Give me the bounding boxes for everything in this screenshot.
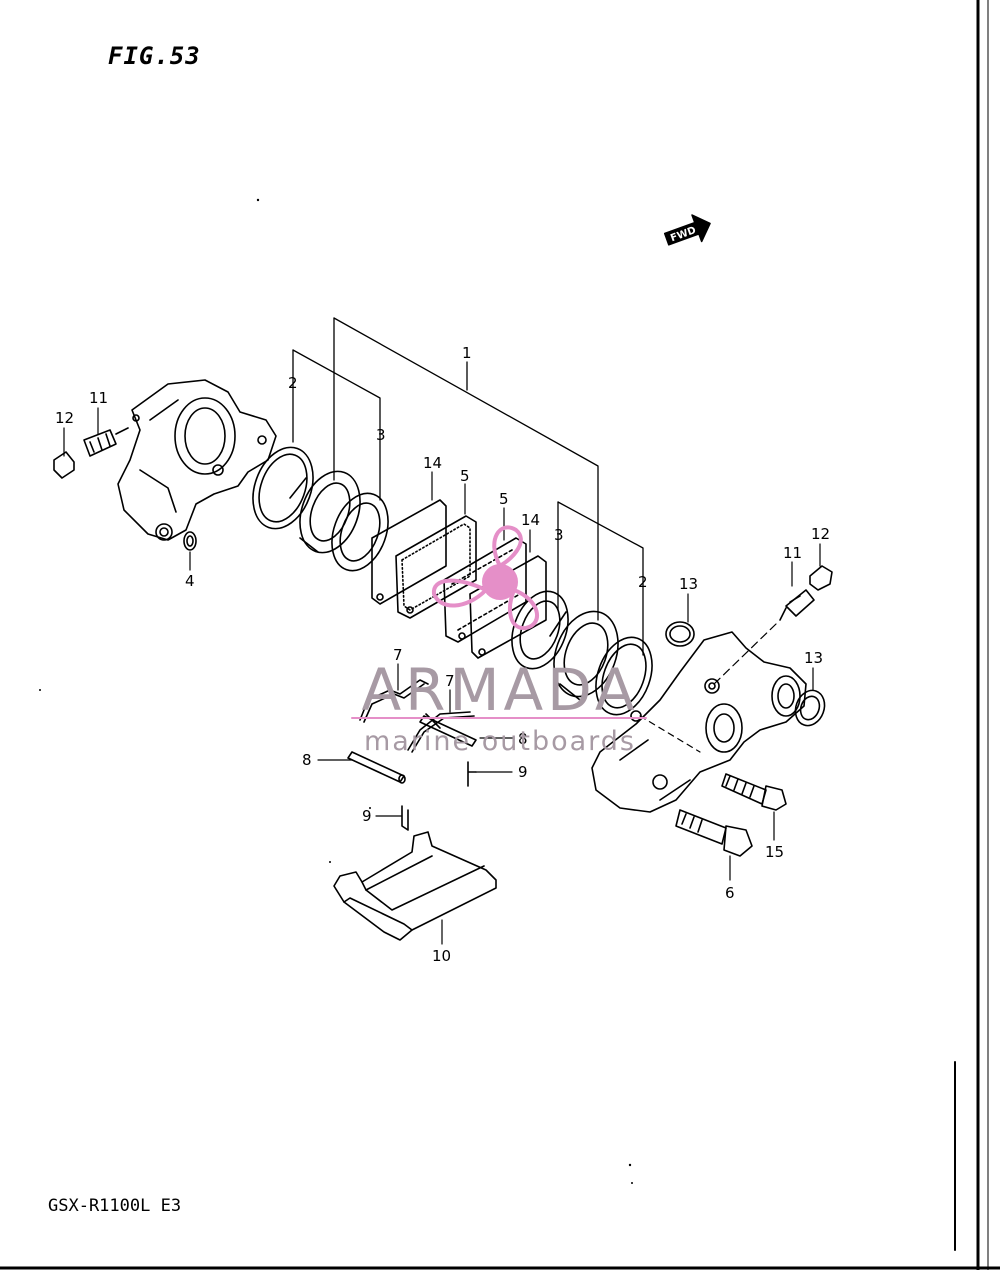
armada-watermark: ARMADA marine outboards	[351, 525, 647, 757]
piston-left	[289, 470, 361, 554]
callout-13-upper: 13	[679, 575, 698, 593]
callout-3-left: 3	[376, 426, 386, 444]
callout-bracket-1	[333, 317, 599, 621]
pad-shim-right	[469, 555, 547, 659]
scan-specks	[39, 198, 633, 1184]
callout-8-right: 8	[518, 730, 528, 748]
pad-shim-left	[371, 499, 447, 605]
callout-5-right: 5	[499, 490, 509, 508]
callout-labels: 1 2 3 4 11 12 14 5 5 14 3 2 13 11 12 13 …	[55, 344, 830, 965]
pad-pin-right	[419, 715, 477, 747]
callout-4: 4	[185, 572, 195, 590]
callout-12-left: 12	[55, 409, 74, 427]
left-caliper-body	[117, 379, 277, 541]
callout-7-upper: 7	[393, 646, 403, 664]
leader-lines	[63, 407, 821, 945]
left-bleeder-cap	[53, 451, 75, 479]
dust-seal-right	[511, 590, 569, 670]
callout-bracket-2-3-right	[557, 501, 644, 656]
right-bleeder-screw	[779, 589, 815, 621]
callout-1: 1	[462, 344, 472, 362]
brake-pad-left	[395, 515, 477, 619]
model-code: GSX-R1100L E3	[48, 1196, 182, 1216]
pin-clip-right	[467, 761, 477, 787]
callout-9-right: 9	[518, 763, 528, 781]
bolt-6	[675, 809, 753, 857]
callout-12-right: 12	[811, 525, 830, 543]
pad-cover	[333, 831, 497, 941]
fwd-arrow-icon: FWD	[663, 214, 711, 246]
dust-seal-left	[331, 492, 389, 572]
fwd-badge-label: FWD	[669, 225, 697, 244]
callout-6: 6	[725, 884, 735, 902]
watermark-brand: ARMADA	[361, 656, 638, 724]
callout-8-left: 8	[302, 751, 312, 769]
propeller-logo-icon	[431, 525, 539, 631]
callout-2-right: 2	[638, 573, 648, 591]
callout-5-left: 5	[460, 467, 470, 485]
figure-title: FIG.53	[108, 42, 201, 70]
callout-2-left: 2	[288, 374, 298, 392]
bolt-15	[721, 773, 787, 811]
callout-13-lower: 13	[804, 649, 823, 667]
callout-11-right: 11	[783, 544, 802, 562]
callout-11-left: 11	[89, 389, 108, 407]
callout-3-right: 3	[554, 526, 564, 544]
washer-4	[183, 531, 197, 551]
piston-right	[549, 610, 619, 701]
callout-7-lower: 7	[445, 672, 455, 690]
left-bleeder-screw	[83, 427, 129, 457]
o-ring-13-upper	[665, 621, 695, 647]
seal-ring-left	[252, 446, 314, 530]
callout-9-left: 9	[362, 807, 372, 825]
pin-clip-left	[401, 805, 409, 831]
right-bleeder-cap	[809, 565, 833, 591]
o-ring-13-lower	[794, 689, 826, 727]
watermark-tagline: marine outboards	[364, 726, 636, 757]
guide-line-pin	[639, 715, 701, 753]
pad-spring-upper	[359, 679, 429, 723]
callout-10: 10	[432, 947, 451, 965]
pad-pin-left	[347, 751, 406, 784]
callout-bracket-2-3-left	[292, 349, 381, 501]
callout-14-left: 14	[423, 454, 442, 472]
seal-ring-right	[595, 636, 653, 716]
bleeder-guide-line	[711, 623, 777, 687]
callout-14-right: 14	[521, 511, 540, 529]
callout-15: 15	[765, 843, 784, 861]
